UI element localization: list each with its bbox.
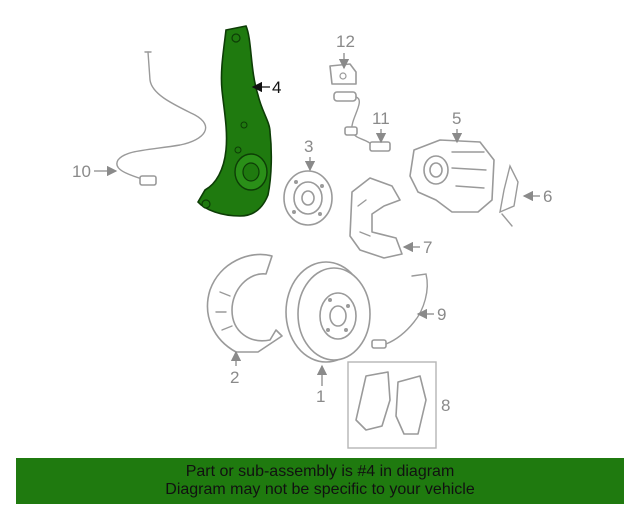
callout-5: 5	[451, 109, 463, 144]
callout-2: 2	[230, 350, 242, 387]
callout-1: 1	[316, 364, 328, 406]
callout-label: 2	[230, 368, 239, 387]
callout-8: 8	[441, 396, 450, 415]
brake-rotor-part-1	[285, 261, 371, 363]
steering-knuckle-part-4	[197, 25, 273, 217]
wear-sensor-part-9	[371, 273, 428, 349]
callout-label: 12	[336, 32, 355, 51]
brake-caliper-part-5	[409, 139, 495, 213]
brake-pads-part-8	[347, 361, 437, 449]
callout-12: 12	[336, 32, 355, 70]
callout-3: 3	[304, 137, 316, 172]
brake-hose-part-11	[333, 91, 391, 152]
callout-label: 10	[72, 162, 91, 181]
callout-label-highlighted: 4	[272, 78, 281, 97]
callout-10: 10	[72, 162, 118, 181]
banner-line-2: Diagram may not be specific to your vehi…	[165, 481, 475, 498]
callout-label: 3	[304, 137, 313, 156]
callout-label: 5	[452, 109, 461, 128]
callout-6: 6	[522, 187, 552, 206]
callout-4: 4	[251, 78, 281, 97]
callout-label: 6	[543, 187, 552, 206]
callout-11: 11	[372, 109, 390, 144]
callout-label: 11	[372, 109, 390, 128]
callout-label: 1	[316, 387, 325, 406]
bracket-part-12	[329, 63, 357, 85]
abs-sensor-cable-part-10	[116, 51, 207, 186]
pad-clip-part-6	[499, 163, 519, 227]
callout-label: 7	[423, 238, 432, 257]
wheel-hub-part-3	[283, 170, 333, 226]
callout-7: 7	[402, 238, 432, 257]
callout-label: 9	[437, 305, 446, 324]
splash-shield-part-2	[206, 253, 283, 353]
callout-9: 9	[416, 305, 446, 324]
callout-label: 8	[441, 396, 450, 415]
caliper-carrier-part-7	[349, 177, 403, 259]
parts-diagram: 10 4 12 11	[72, 25, 552, 449]
banner-line-1: Part or sub-assembly is #4 in diagram	[185, 463, 455, 480]
info-banner: Part or sub-assembly is #4 in diagram Di…	[16, 458, 624, 504]
